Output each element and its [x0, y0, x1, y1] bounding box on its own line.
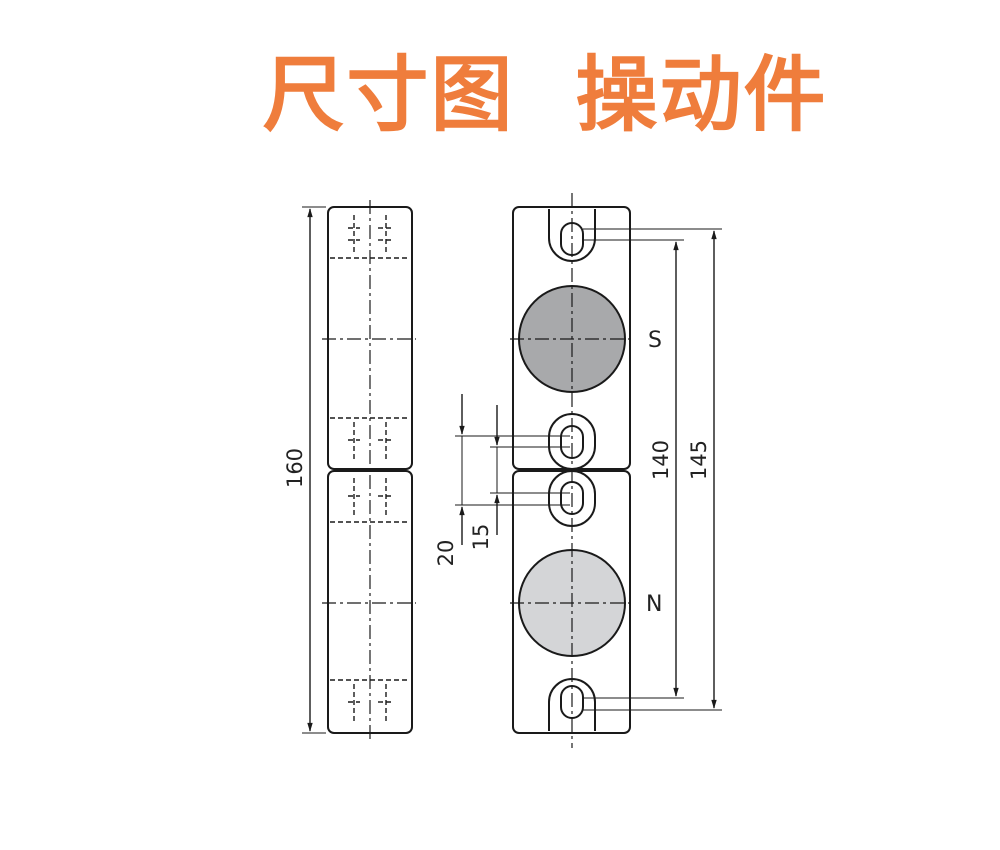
side-view-hidden-holes	[330, 215, 410, 724]
dim-15-label: 15	[469, 524, 493, 551]
pole-label-north: N	[646, 592, 662, 617]
dim-20-label: 20	[434, 540, 458, 567]
dim-140-label: 140	[649, 440, 673, 480]
dim-145-label: 145	[687, 440, 711, 480]
page-title: 尺寸图 操动件	[262, 48, 828, 143]
pole-label-south: S	[648, 328, 662, 353]
dim-160-label: 160	[283, 448, 307, 488]
side-view	[302, 200, 416, 740]
front-view	[455, 193, 722, 748]
